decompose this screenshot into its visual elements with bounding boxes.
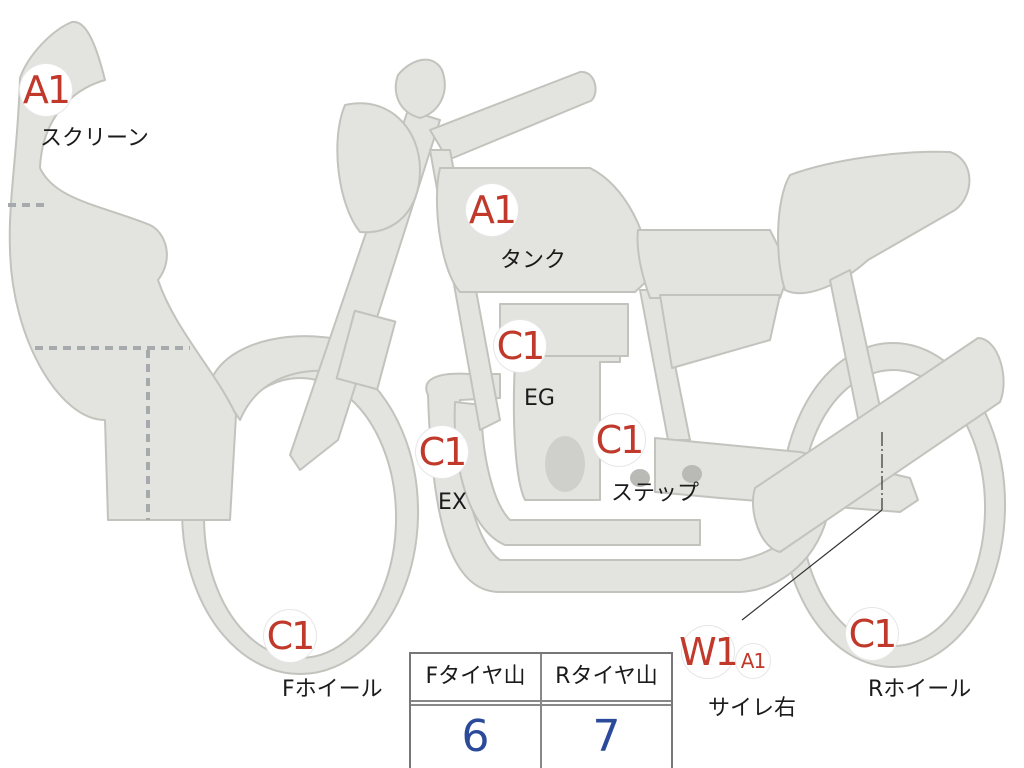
side-panel	[659, 294, 781, 369]
label-silencer-right: サイレ右	[708, 696, 797, 721]
seat	[777, 150, 971, 295]
side-cover	[636, 229, 791, 299]
grade-badge-step: C1	[593, 414, 645, 466]
grade-badge-exhaust: C1	[416, 426, 468, 478]
table-header-front-tire: Fタイヤ山	[425, 664, 526, 689]
grade-badge-rear-wheel: C1	[846, 608, 898, 660]
table-value-front-tire: 6	[461, 711, 490, 762]
grade-badge-engine: C1	[494, 320, 546, 372]
label-engine: EG	[524, 386, 555, 411]
label-rear-wheel: Rホイール	[868, 677, 972, 702]
tire-tread-table: Fタイヤ山 Rタイヤ山 6 7	[409, 652, 673, 768]
grade-badge-tank: A1	[466, 184, 518, 236]
muffler	[751, 337, 1005, 553]
headlight	[336, 102, 421, 234]
grade-badge-screen: A1	[20, 64, 72, 116]
fairing	[8, 20, 237, 521]
step-peg-left	[630, 469, 650, 487]
label-step: ステップ	[611, 481, 700, 506]
table-header-rear-tire: Rタイヤ山	[555, 664, 658, 689]
table-divider-vertical	[540, 654, 542, 768]
label-screen: スクリーン	[40, 126, 149, 151]
label-exhaust: EX	[438, 490, 467, 515]
fork-cover	[335, 309, 397, 391]
leader-line-diagonal	[741, 509, 883, 621]
grade-badge-silencer: W1	[679, 626, 739, 678]
engine-case-cover	[545, 436, 585, 492]
grade-badge-silencer-secondary: A1	[736, 644, 770, 678]
grade-badge-front-wheel: C1	[264, 610, 316, 662]
table-value-rear-tire: 7	[592, 711, 621, 762]
label-front-wheel: Fホイール	[282, 677, 383, 702]
mirror	[394, 58, 446, 119]
step-peg-right	[682, 465, 702, 483]
frame-top-tube	[429, 70, 597, 161]
label-tank: タンク	[500, 248, 567, 273]
